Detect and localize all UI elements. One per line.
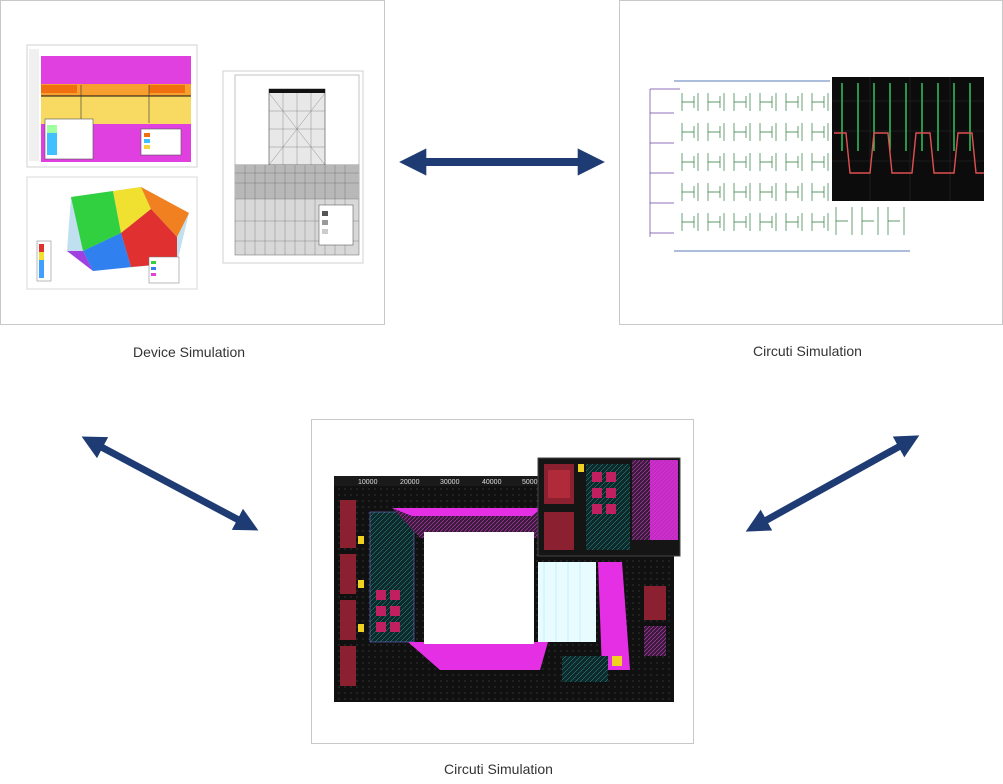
schematic-cell [733, 93, 751, 111]
schematic-cell [681, 123, 699, 141]
schematic-cell [733, 123, 751, 141]
circuit-simulation-panel-bottom: 10000 20000 30000 40000 5000 [311, 419, 694, 744]
circuit-simulation-caption-bottom: Circuti Simulation [444, 761, 553, 777]
schematic-cell [811, 213, 829, 231]
arrow-device-layout [81, 436, 259, 531]
schematic-cell [707, 153, 725, 171]
ruler-label: 40000 [482, 479, 502, 486]
circuit-schematic-image [630, 75, 984, 255]
ruler-label: 20000 [400, 479, 420, 486]
schematic-cell [707, 183, 725, 201]
schematic-cell [811, 93, 829, 111]
schematic-cell [759, 213, 777, 231]
schematic-cell [785, 123, 803, 141]
ruler-label: 5000 [522, 479, 538, 486]
waveform-plot [832, 77, 984, 201]
schematic-cell [681, 153, 699, 171]
mesh-structure-plot [222, 70, 364, 264]
layout-zoom-inset [537, 457, 681, 557]
arrow-circuit-layout [745, 435, 920, 532]
tcad-cross-section [26, 44, 198, 168]
schematic-cell [707, 93, 725, 111]
schematic-cell [811, 153, 829, 171]
schematic-cell [707, 213, 725, 231]
schematic-cell [785, 93, 803, 111]
3d-potential-surface [26, 176, 198, 290]
device-simulation-image [26, 44, 364, 290]
layout-image: 10000 20000 30000 40000 5000 [334, 457, 681, 702]
schematic-cell [733, 153, 751, 171]
schematic-cell [811, 183, 829, 201]
ruler-label: 30000 [440, 479, 460, 486]
schematic-cell [759, 153, 777, 171]
schematic-cell [733, 213, 751, 231]
schematic-cell [785, 183, 803, 201]
schematic-cell [811, 123, 829, 141]
schematic-cell [759, 183, 777, 201]
circuit-simulation-caption-top: Circuti Simulation [753, 343, 862, 359]
schematic-cell [785, 213, 803, 231]
schematic-cell [759, 93, 777, 111]
schematic-cell [785, 153, 803, 171]
device-simulation-panel [0, 0, 385, 325]
ruler-label: 10000 [358, 479, 378, 486]
schematic-cell [681, 213, 699, 231]
circuit-simulation-panel-top [619, 0, 1003, 325]
schematic-cell [861, 207, 879, 235]
schematic-cell [707, 123, 725, 141]
device-simulation-caption: Device Simulation [133, 344, 246, 360]
schematic-cell [835, 207, 853, 235]
schematic-cell [681, 183, 699, 201]
schematic-cell [887, 207, 905, 235]
schematic-cell [733, 183, 751, 201]
schematic-cell [759, 123, 777, 141]
schematic-cell [681, 93, 699, 111]
